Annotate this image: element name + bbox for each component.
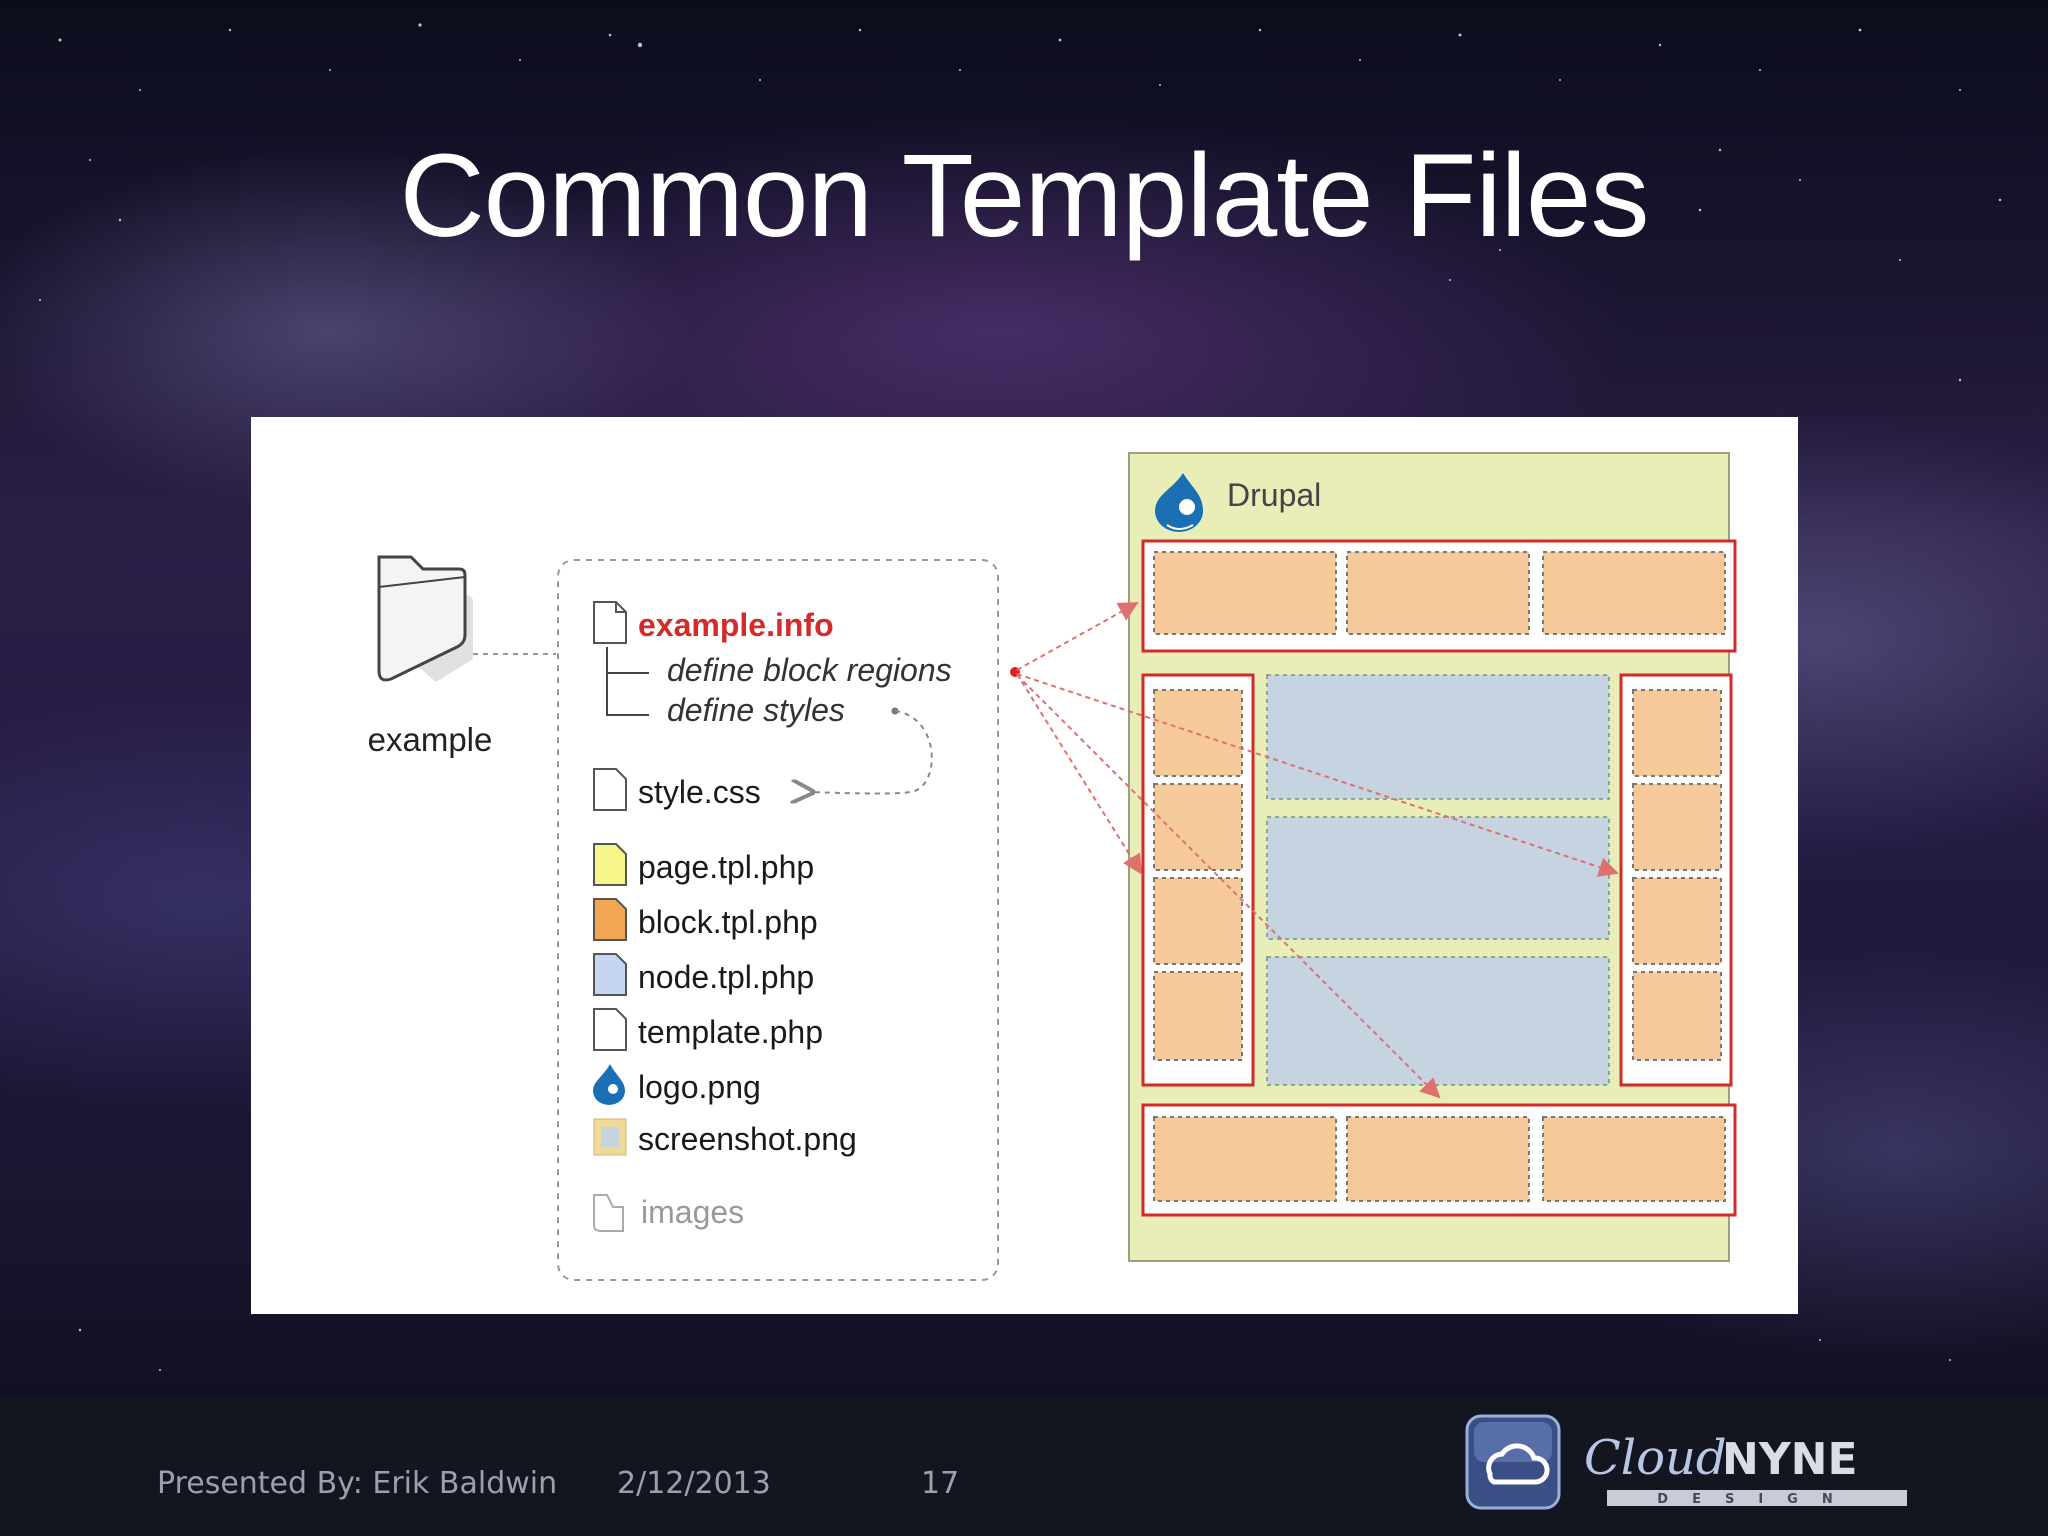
file-name: page.tpl.php — [638, 849, 814, 885]
file-row-block-tpl: block.tpl.php — [593, 898, 818, 941]
info-file-icon — [593, 601, 627, 644]
file-name: style.css — [638, 774, 761, 810]
page-number: 17 — [921, 1466, 960, 1501]
drupal-label: Drupal — [1227, 477, 1321, 513]
diagram-panel: example example.info define block region… — [251, 417, 1798, 1314]
file-row-node-tpl: node.tpl.php — [593, 953, 814, 996]
folder-icon — [377, 555, 473, 682]
slide-footer: Presented By: Erik Baldwin 2/12/2013 17 … — [0, 1398, 2048, 1536]
cloudnyne-logo: Cloud NYNE DESIGN — [1462, 1412, 1942, 1522]
logo-text-nyne: NYNE — [1722, 1434, 1858, 1485]
starfield-background — [0, 0, 2048, 1400]
info-line-styles: define styles — [667, 692, 845, 728]
file-row-images: images — [593, 1194, 744, 1232]
info-line-regions: define block regions — [667, 652, 952, 688]
file-row-logo-png: logo.png — [593, 1064, 761, 1105]
file-list-container — [557, 559, 999, 1281]
file-row-template-php: template.php — [593, 1008, 823, 1051]
file-name: images — [641, 1194, 744, 1230]
file-row-page-tpl: page.tpl.php — [593, 843, 814, 886]
logo-text-design: DESIGN — [1657, 1492, 1856, 1507]
file-name: block.tpl.php — [638, 904, 818, 940]
info-file-name: example.info — [638, 607, 834, 643]
file-name: node.tpl.php — [638, 959, 814, 995]
file-row-screenshot-png: screenshot.png — [593, 1118, 857, 1157]
logo-text-cloud: Cloud — [1584, 1430, 1727, 1486]
content-region — [1266, 674, 1610, 1086]
drupal-drop-icon — [593, 1064, 625, 1105]
presenter-text: Presented By: Erik Baldwin — [157, 1466, 558, 1501]
region-arrows — [1016, 602, 1619, 1099]
file-name: logo.png — [638, 1069, 761, 1105]
drupal-logo-icon — [1155, 473, 1203, 532]
file-row-style-css: style.css — [593, 768, 761, 811]
slide-title: Common Template Files — [399, 130, 1649, 262]
file-name: screenshot.png — [638, 1121, 857, 1157]
folder-label: example — [368, 721, 493, 758]
file-name: template.php — [638, 1014, 823, 1050]
styles-arrow — [811, 710, 933, 794]
date-text: 2/12/2013 — [617, 1466, 771, 1501]
drupal-page-mockup: Drupal — [1128, 452, 1737, 1262]
theme-structure-diagram: example example.info define block region… — [368, 452, 1737, 1281]
